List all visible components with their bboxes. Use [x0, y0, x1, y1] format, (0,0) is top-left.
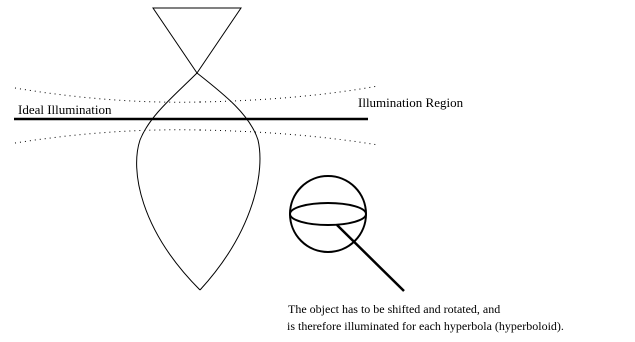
- hyperbola-curve-right: [196, 72, 261, 291]
- caption-line-1: The object has to be shifted and rotated…: [288, 302, 500, 316]
- illumination-region-label: Illumination Region: [358, 95, 464, 110]
- region-boundary-top-right: [199, 85, 379, 103]
- ideal-illumination-label: Ideal Illumination: [18, 102, 112, 117]
- region-boundary-top-left: [14, 87, 201, 103]
- pointer-line: [336, 224, 405, 292]
- hyperbola-curve-left: [136, 72, 201, 291]
- caption-line-2: is therefore illuminated for each hyperb…: [284, 319, 564, 333]
- object-equator: [289, 202, 367, 226]
- region-boundary-bottom-right: [199, 129, 379, 146]
- top-triangle: [152, 7, 242, 74]
- region-boundary-bottom-left: [14, 129, 201, 144]
